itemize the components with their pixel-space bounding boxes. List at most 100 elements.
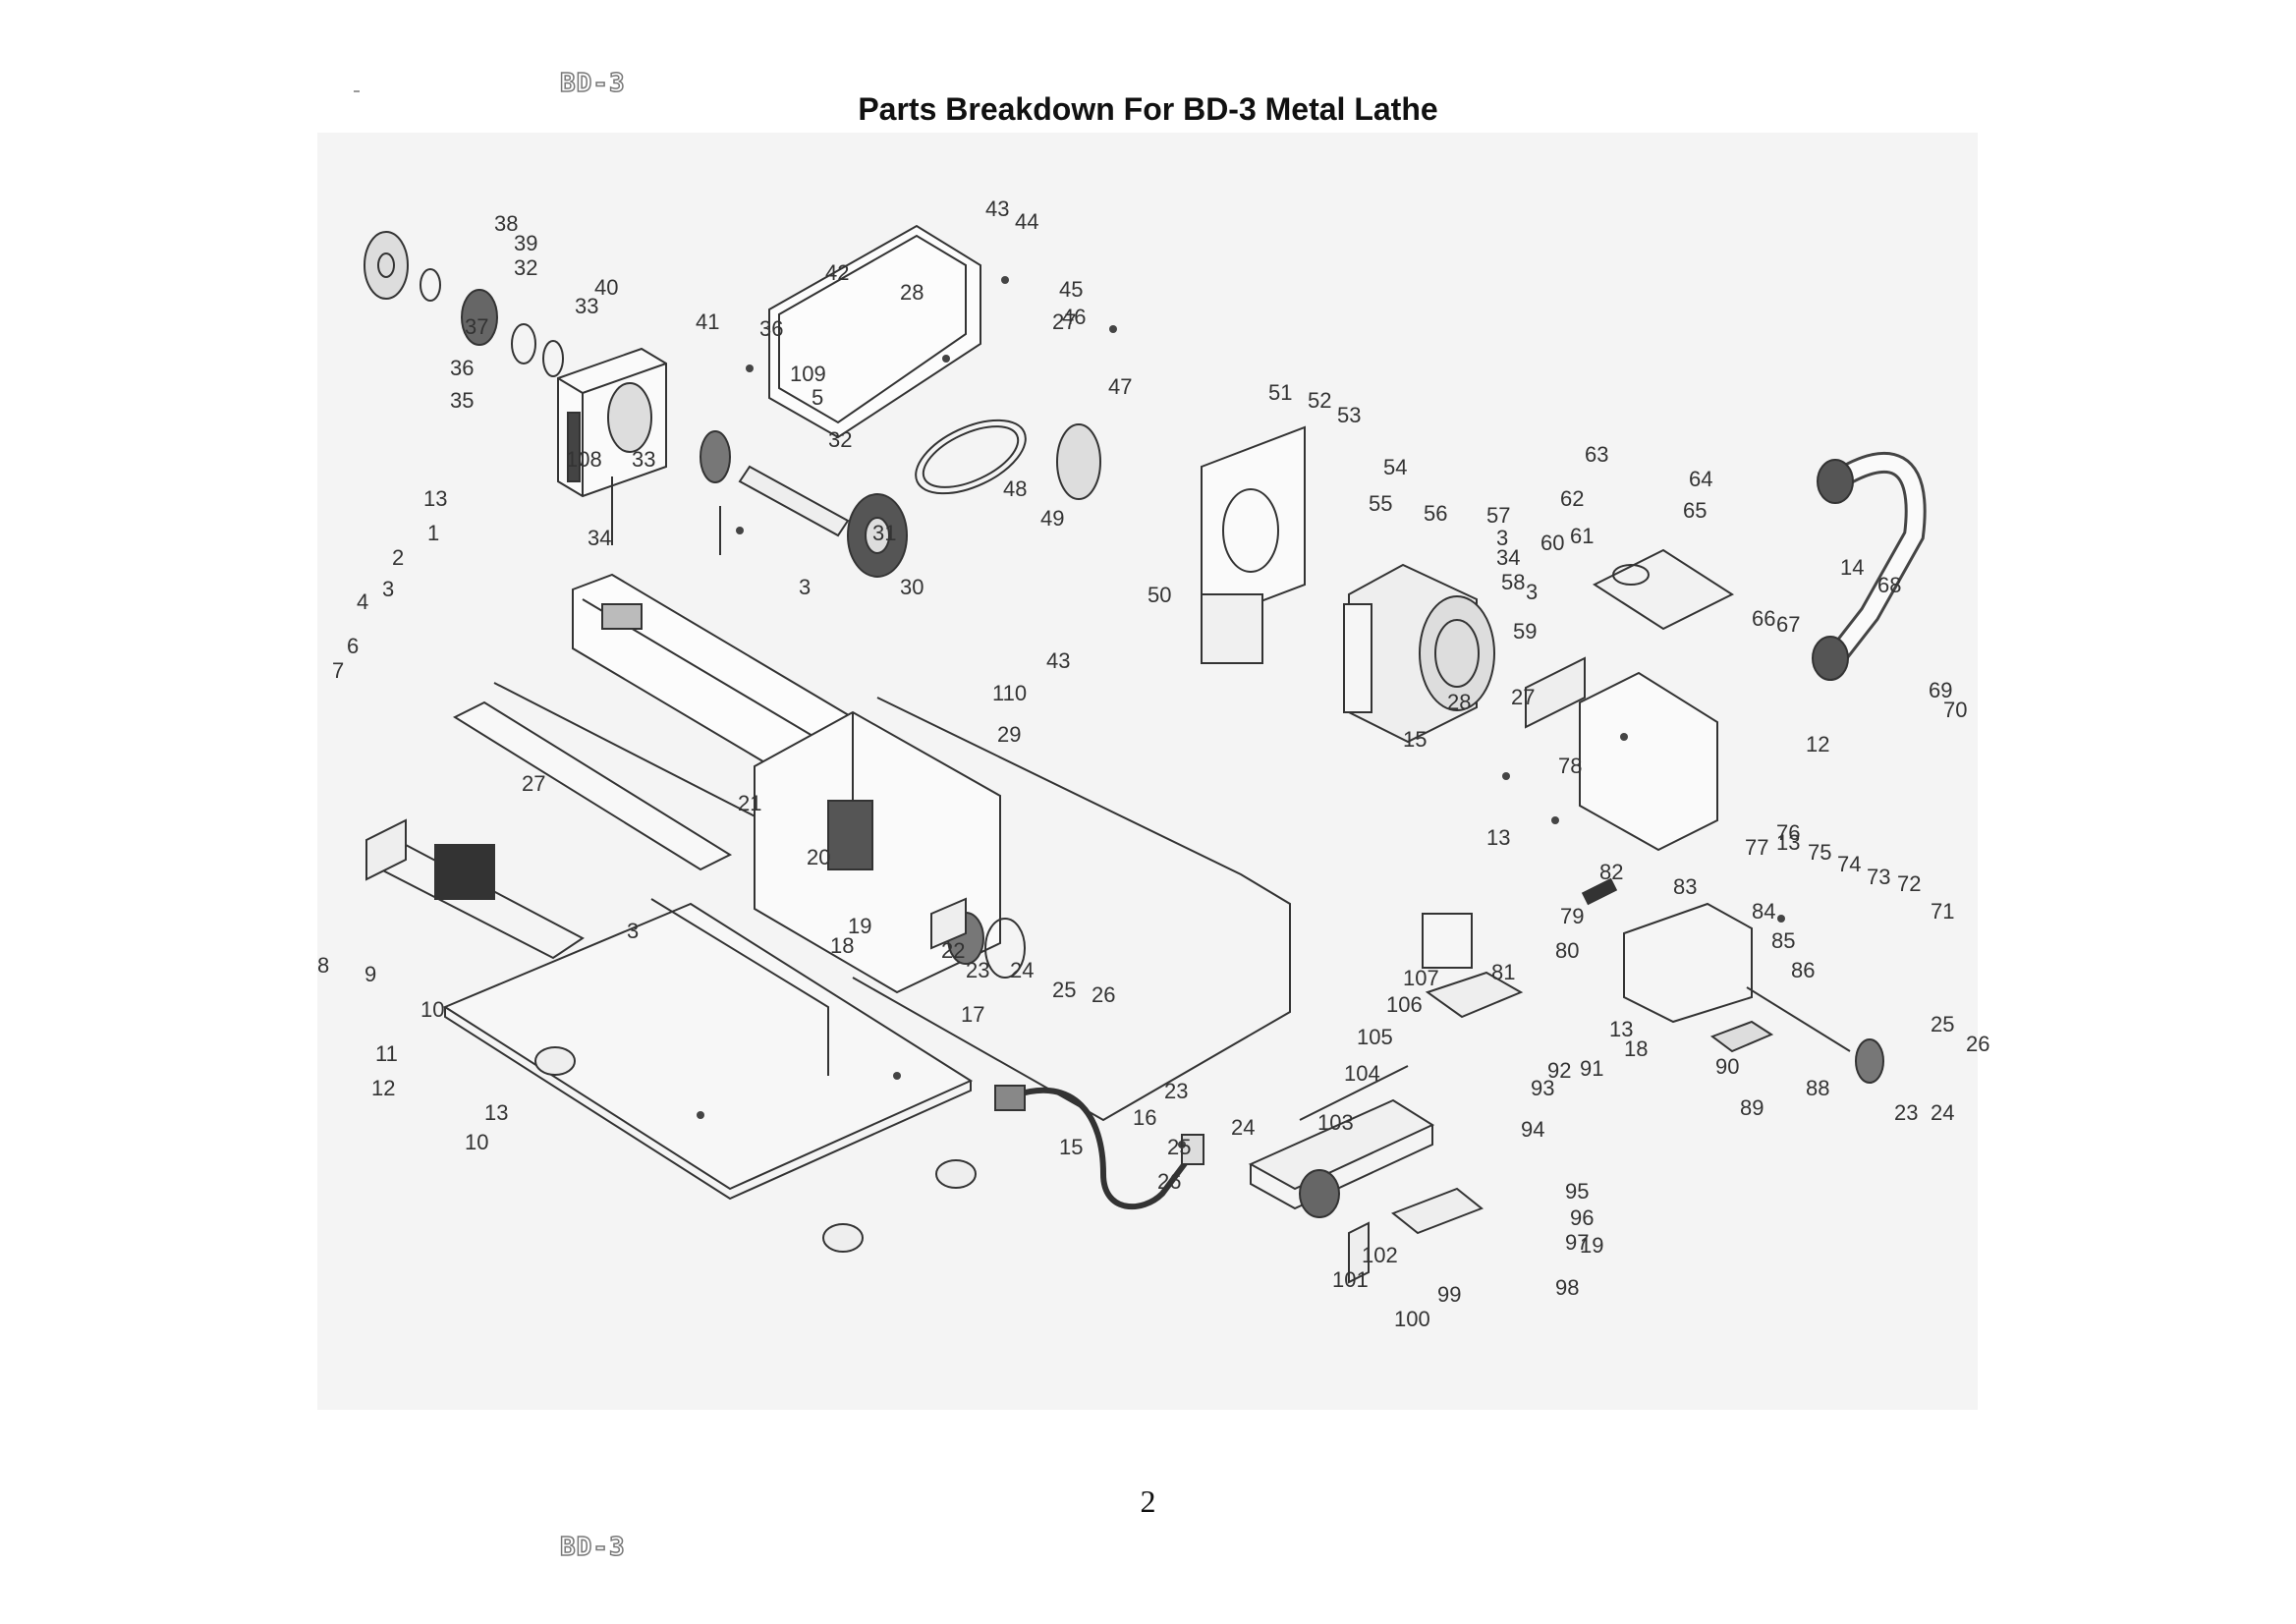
callout-13: 13	[1776, 830, 1800, 855]
callout-106: 106	[1386, 992, 1423, 1017]
callout-9: 9	[364, 962, 376, 986]
callout-50: 50	[1148, 583, 1171, 607]
callout-99: 99	[1437, 1282, 1461, 1307]
callout-26: 26	[1092, 982, 1115, 1007]
footer-model-code: BD-3	[559, 1532, 626, 1563]
callout-40: 40	[594, 275, 618, 300]
power-cord	[994, 1085, 1204, 1209]
callout-7: 7	[332, 658, 344, 683]
callout-17: 17	[961, 1002, 984, 1027]
callout-83: 83	[1673, 874, 1697, 899]
callout-15: 15	[1403, 727, 1427, 752]
callout-25: 25	[1167, 1135, 1191, 1159]
callout-103: 103	[1317, 1110, 1354, 1135]
callout-98: 98	[1555, 1275, 1579, 1300]
callout-23: 23	[966, 958, 989, 982]
callout-95: 95	[1565, 1179, 1589, 1204]
callout-72: 72	[1897, 871, 1921, 896]
callout-44: 44	[1015, 209, 1038, 234]
callout-101: 101	[1332, 1267, 1369, 1292]
callout-23: 23	[1894, 1100, 1918, 1125]
callout-49: 49	[1040, 506, 1064, 531]
callout-34: 34	[1496, 545, 1520, 570]
callout-36: 36	[759, 316, 783, 341]
callout-100: 100	[1394, 1307, 1430, 1331]
callout-92: 92	[1547, 1058, 1571, 1083]
spindle-chuck	[611, 430, 908, 578]
callout-85: 85	[1771, 928, 1795, 953]
callout-22: 22	[941, 938, 965, 963]
callout-107: 107	[1403, 966, 1439, 990]
callout-53: 53	[1337, 403, 1361, 427]
callout-32: 32	[514, 255, 537, 280]
callout-86: 86	[1791, 958, 1815, 982]
tailstock	[1422, 877, 1884, 1084]
callout-29: 29	[997, 722, 1021, 747]
callout-28: 28	[1447, 690, 1471, 714]
callout-70: 70	[1943, 698, 1967, 722]
callout-81: 81	[1491, 960, 1515, 984]
callout-31: 31	[872, 521, 896, 545]
callout-97: 97	[1565, 1230, 1589, 1255]
callout-82: 82	[1599, 860, 1623, 884]
callout-13: 13	[1486, 825, 1510, 850]
callout-76: 76	[1776, 820, 1800, 845]
callout-51: 51	[1268, 380, 1292, 405]
callout-79: 79	[1560, 904, 1584, 928]
callout-18: 18	[830, 933, 854, 958]
callout-12: 12	[1806, 732, 1829, 756]
callout-24: 24	[1231, 1115, 1255, 1140]
callout-75: 75	[1808, 840, 1831, 865]
callout-78: 78	[1558, 754, 1582, 778]
callout-11: 11	[375, 1041, 398, 1066]
callout-45: 45	[1059, 277, 1083, 302]
callout-18: 18	[1624, 1036, 1648, 1061]
callout-94: 94	[1521, 1117, 1544, 1142]
control-board	[365, 818, 585, 960]
callout-23: 23	[1164, 1079, 1188, 1103]
callout-32: 32	[828, 427, 852, 452]
callout-13: 13	[1609, 1017, 1633, 1041]
callout-59: 59	[1513, 619, 1537, 644]
motor	[1343, 563, 1495, 744]
callout-108: 108	[566, 447, 602, 472]
callout-62: 62	[1560, 486, 1584, 511]
callout-3: 3	[627, 919, 639, 943]
callout-27: 27	[1052, 309, 1076, 334]
callout-33: 33	[632, 447, 655, 472]
callout-4: 4	[357, 589, 368, 614]
headstock-pulley	[364, 231, 564, 377]
callout-27: 27	[522, 771, 545, 796]
callout-39: 39	[514, 231, 537, 255]
tailstock-housing	[1525, 548, 1735, 852]
callout-52: 52	[1308, 388, 1331, 413]
chip-pan	[442, 898, 974, 1201]
callout-109: 109	[790, 362, 826, 386]
callout-16: 16	[1133, 1105, 1156, 1130]
callout-68: 68	[1877, 573, 1901, 597]
callout-3: 3	[799, 575, 811, 599]
callout-43: 43	[1046, 648, 1070, 673]
callout-24: 24	[1931, 1100, 1954, 1125]
callout-8: 8	[317, 953, 329, 978]
callout-73: 73	[1867, 865, 1890, 889]
callout-47: 47	[1108, 374, 1132, 399]
header-mark	[354, 90, 360, 92]
callout-96: 96	[1570, 1205, 1594, 1230]
callout-110: 110	[992, 681, 1027, 705]
callout-90: 90	[1715, 1054, 1739, 1079]
callout-55: 55	[1369, 491, 1392, 516]
callout-5: 5	[812, 385, 823, 410]
callout-43: 43	[985, 196, 1009, 221]
callout-66: 66	[1752, 606, 1775, 631]
motor-plate	[1201, 425, 1306, 664]
callout-14: 14	[1840, 555, 1864, 580]
callout-104: 104	[1344, 1061, 1380, 1086]
callout-65: 65	[1683, 498, 1707, 523]
callout-71: 71	[1931, 899, 1954, 924]
callout-46: 46	[1062, 305, 1086, 329]
callout-3: 3	[382, 577, 394, 601]
callout-13: 13	[484, 1100, 508, 1125]
callout-69: 69	[1929, 678, 1952, 702]
